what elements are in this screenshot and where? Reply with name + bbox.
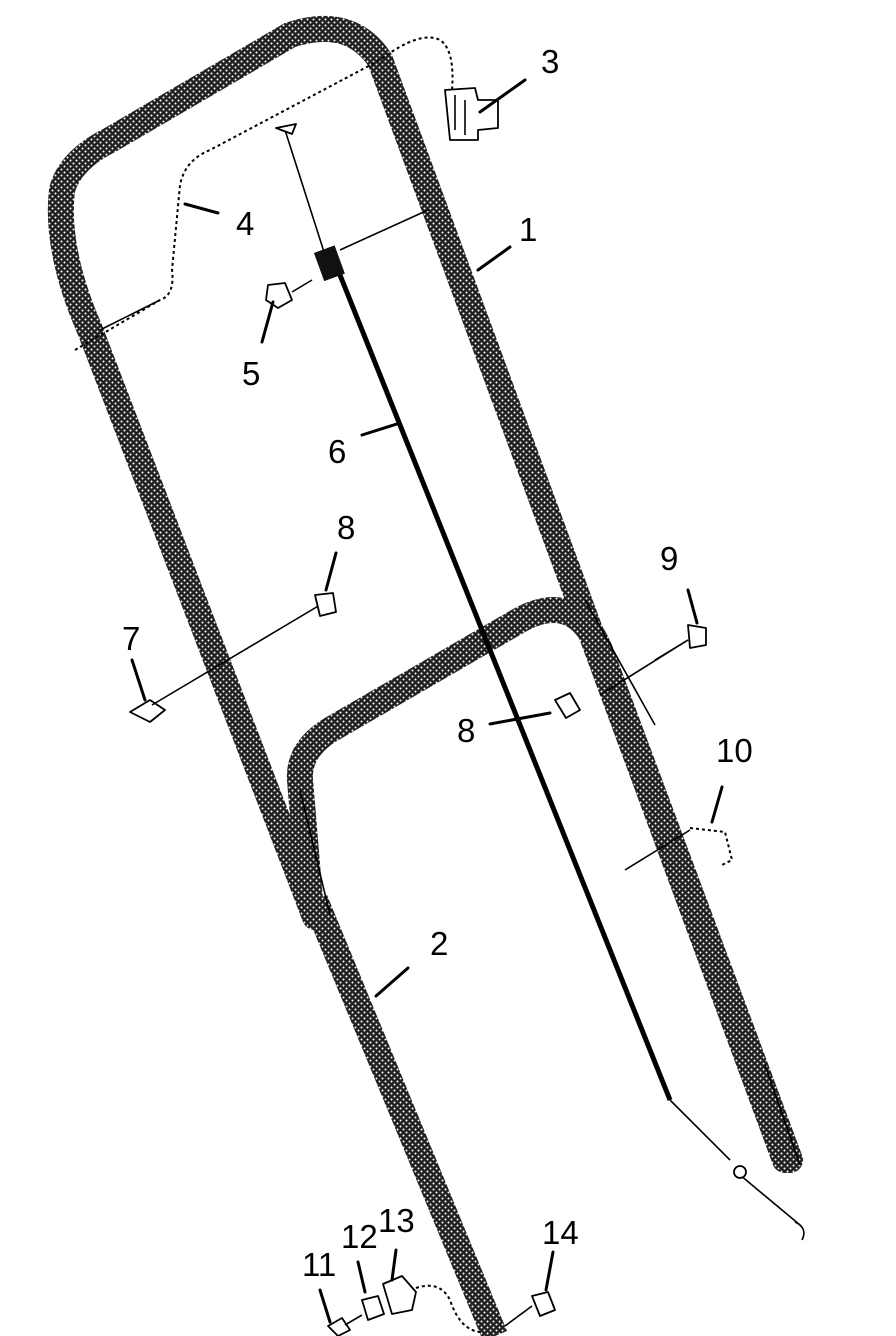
leader-12 xyxy=(356,1260,367,1294)
bolt-part-9 xyxy=(687,624,707,649)
leader-8b xyxy=(488,711,552,726)
leader-7 xyxy=(130,658,147,702)
label-part-5: 5 xyxy=(242,355,260,392)
part-11-thread xyxy=(344,1314,363,1326)
label-part-10: 10 xyxy=(716,732,753,769)
label-part-3: 3 xyxy=(541,43,559,80)
part-11-bolt xyxy=(327,1317,351,1336)
cable-ferrule xyxy=(733,1165,747,1179)
bracket-detail xyxy=(454,95,466,135)
part-10-cover xyxy=(689,827,734,867)
label-part-7: 7 xyxy=(122,620,140,657)
control-bar-pivot xyxy=(99,209,429,331)
lower-handle-leg xyxy=(302,895,508,1336)
label-part-9: 9 xyxy=(660,540,678,577)
lower-handle-tube xyxy=(286,597,803,1173)
part-10-line xyxy=(624,829,691,871)
handle-outline xyxy=(299,599,801,1166)
label-part-6: 6 xyxy=(328,433,346,470)
nut-part-8-right xyxy=(554,692,581,719)
label-part-4: 4 xyxy=(236,205,254,242)
leader-2 xyxy=(374,966,410,998)
label-part-1: 1 xyxy=(519,211,537,248)
bolt-thread-7 xyxy=(151,601,326,706)
leader-6 xyxy=(360,421,402,437)
cable-hook xyxy=(794,1221,805,1241)
leader-11 xyxy=(318,1288,332,1324)
label-part-8-lower: 8 xyxy=(457,712,475,749)
cable-end xyxy=(669,1099,801,1226)
leader-14 xyxy=(544,1250,555,1292)
part-13-bracket xyxy=(382,1275,417,1315)
label-part-11: 11 xyxy=(302,1246,336,1283)
leader-13 xyxy=(390,1248,398,1282)
cable xyxy=(337,274,673,1101)
label-part-12: 12 xyxy=(341,1218,378,1255)
leader-1 xyxy=(476,245,512,272)
label-part-8-upper: 8 xyxy=(337,509,355,546)
leader-4 xyxy=(183,202,220,215)
label-part-2: 2 xyxy=(430,925,448,962)
cable-tip xyxy=(275,123,297,135)
bolt-part-7 xyxy=(129,699,166,723)
part-12-washer xyxy=(361,1295,385,1321)
bracket-part-3 xyxy=(444,87,499,141)
knob-screw xyxy=(291,279,313,293)
leader-8a xyxy=(324,551,338,592)
upper-handle-tube xyxy=(47,15,798,1173)
part-13-cable xyxy=(415,1284,481,1333)
cable-clip xyxy=(313,245,345,282)
knob-part-5 xyxy=(265,282,293,309)
cable-upper xyxy=(284,129,326,256)
leader-3 xyxy=(478,78,527,114)
label-part-14: 14 xyxy=(542,1214,579,1251)
bolt-thread-9-coil xyxy=(654,639,689,661)
label-part-13: 13 xyxy=(378,1202,415,1239)
leader-9 xyxy=(686,588,699,625)
part-14-line xyxy=(504,1305,533,1327)
leader-5 xyxy=(260,300,275,344)
leader-10 xyxy=(710,785,724,824)
part-14-nut xyxy=(531,1291,556,1317)
nut-part-8-left xyxy=(314,592,337,617)
